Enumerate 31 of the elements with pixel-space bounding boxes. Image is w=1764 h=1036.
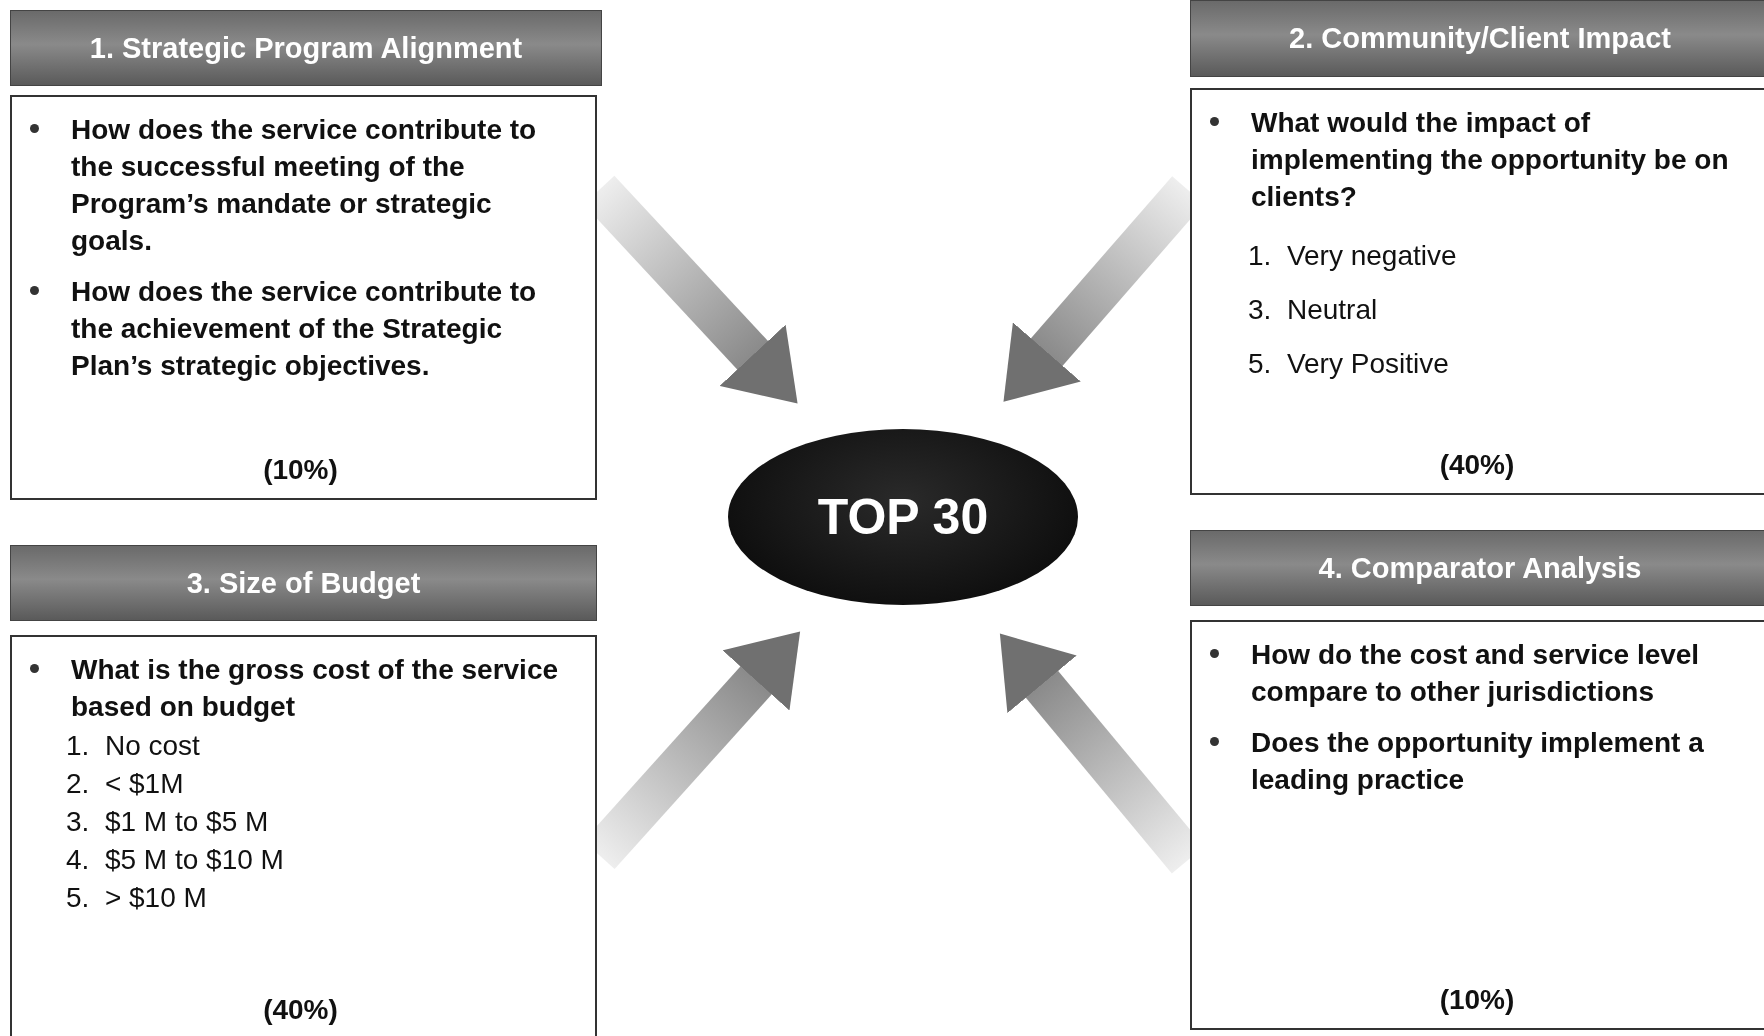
weight-percentage: (10%) — [263, 454, 338, 486]
section-header — [10, 10, 602, 86]
list-item: 5. > $10 M — [65, 881, 208, 915]
bullet-text: How does the service contribute to the successful meeting of the Program’s mandate or strategic goals. — [71, 113, 538, 258]
weight-percentage: (40%) — [1439, 449, 1515, 481]
header-title: 1. Strategic Program Alignment — [89, 31, 523, 65]
section-header — [1190, 530, 1764, 606]
section-header — [1190, 0, 1764, 77]
list-item: 3. Neutral — [1247, 293, 1379, 327]
header-title: 2. Community/Client Impact — [1289, 22, 1671, 55]
criteria-box — [1190, 88, 1764, 495]
bullet-text: How does the service contribute to the achievement of the Strategic Plan’s strategic objectives. — [71, 275, 538, 383]
section-header — [10, 545, 597, 621]
criteria-box — [1190, 620, 1764, 1030]
list-item: 4. $5 M to $10 M — [65, 843, 285, 877]
list-item: 1. Very negative — [1247, 239, 1458, 273]
bullet-text: What is the gross cost of the service based on budget — [71, 653, 560, 724]
bullet-text: What would the impact of implementing the opportunity be on clients? — [1251, 106, 1730, 214]
weight-percentage: (40%) — [263, 994, 338, 1026]
criteria-box — [10, 635, 597, 1036]
bullet-text: How do the cost and service level compare to other jurisdictions — [1251, 638, 1701, 709]
weight-percentage: (10%) — [1439, 984, 1515, 1016]
list-item: 3. $1 M to $5 M — [65, 805, 270, 839]
list-item: 5. Very Positive — [1247, 347, 1450, 381]
criteria-box — [10, 95, 597, 500]
list-item: 2. < $1M — [65, 767, 185, 801]
header-title: 3. Size of Budget — [186, 566, 421, 600]
list-item: 1. No cost — [65, 729, 201, 763]
bullet-text: Does the opportunity implement a leading practice — [1251, 726, 1705, 797]
center-label: TOP 30 — [817, 488, 989, 546]
header-title: 4. Comparator Analysis — [1318, 551, 1642, 585]
